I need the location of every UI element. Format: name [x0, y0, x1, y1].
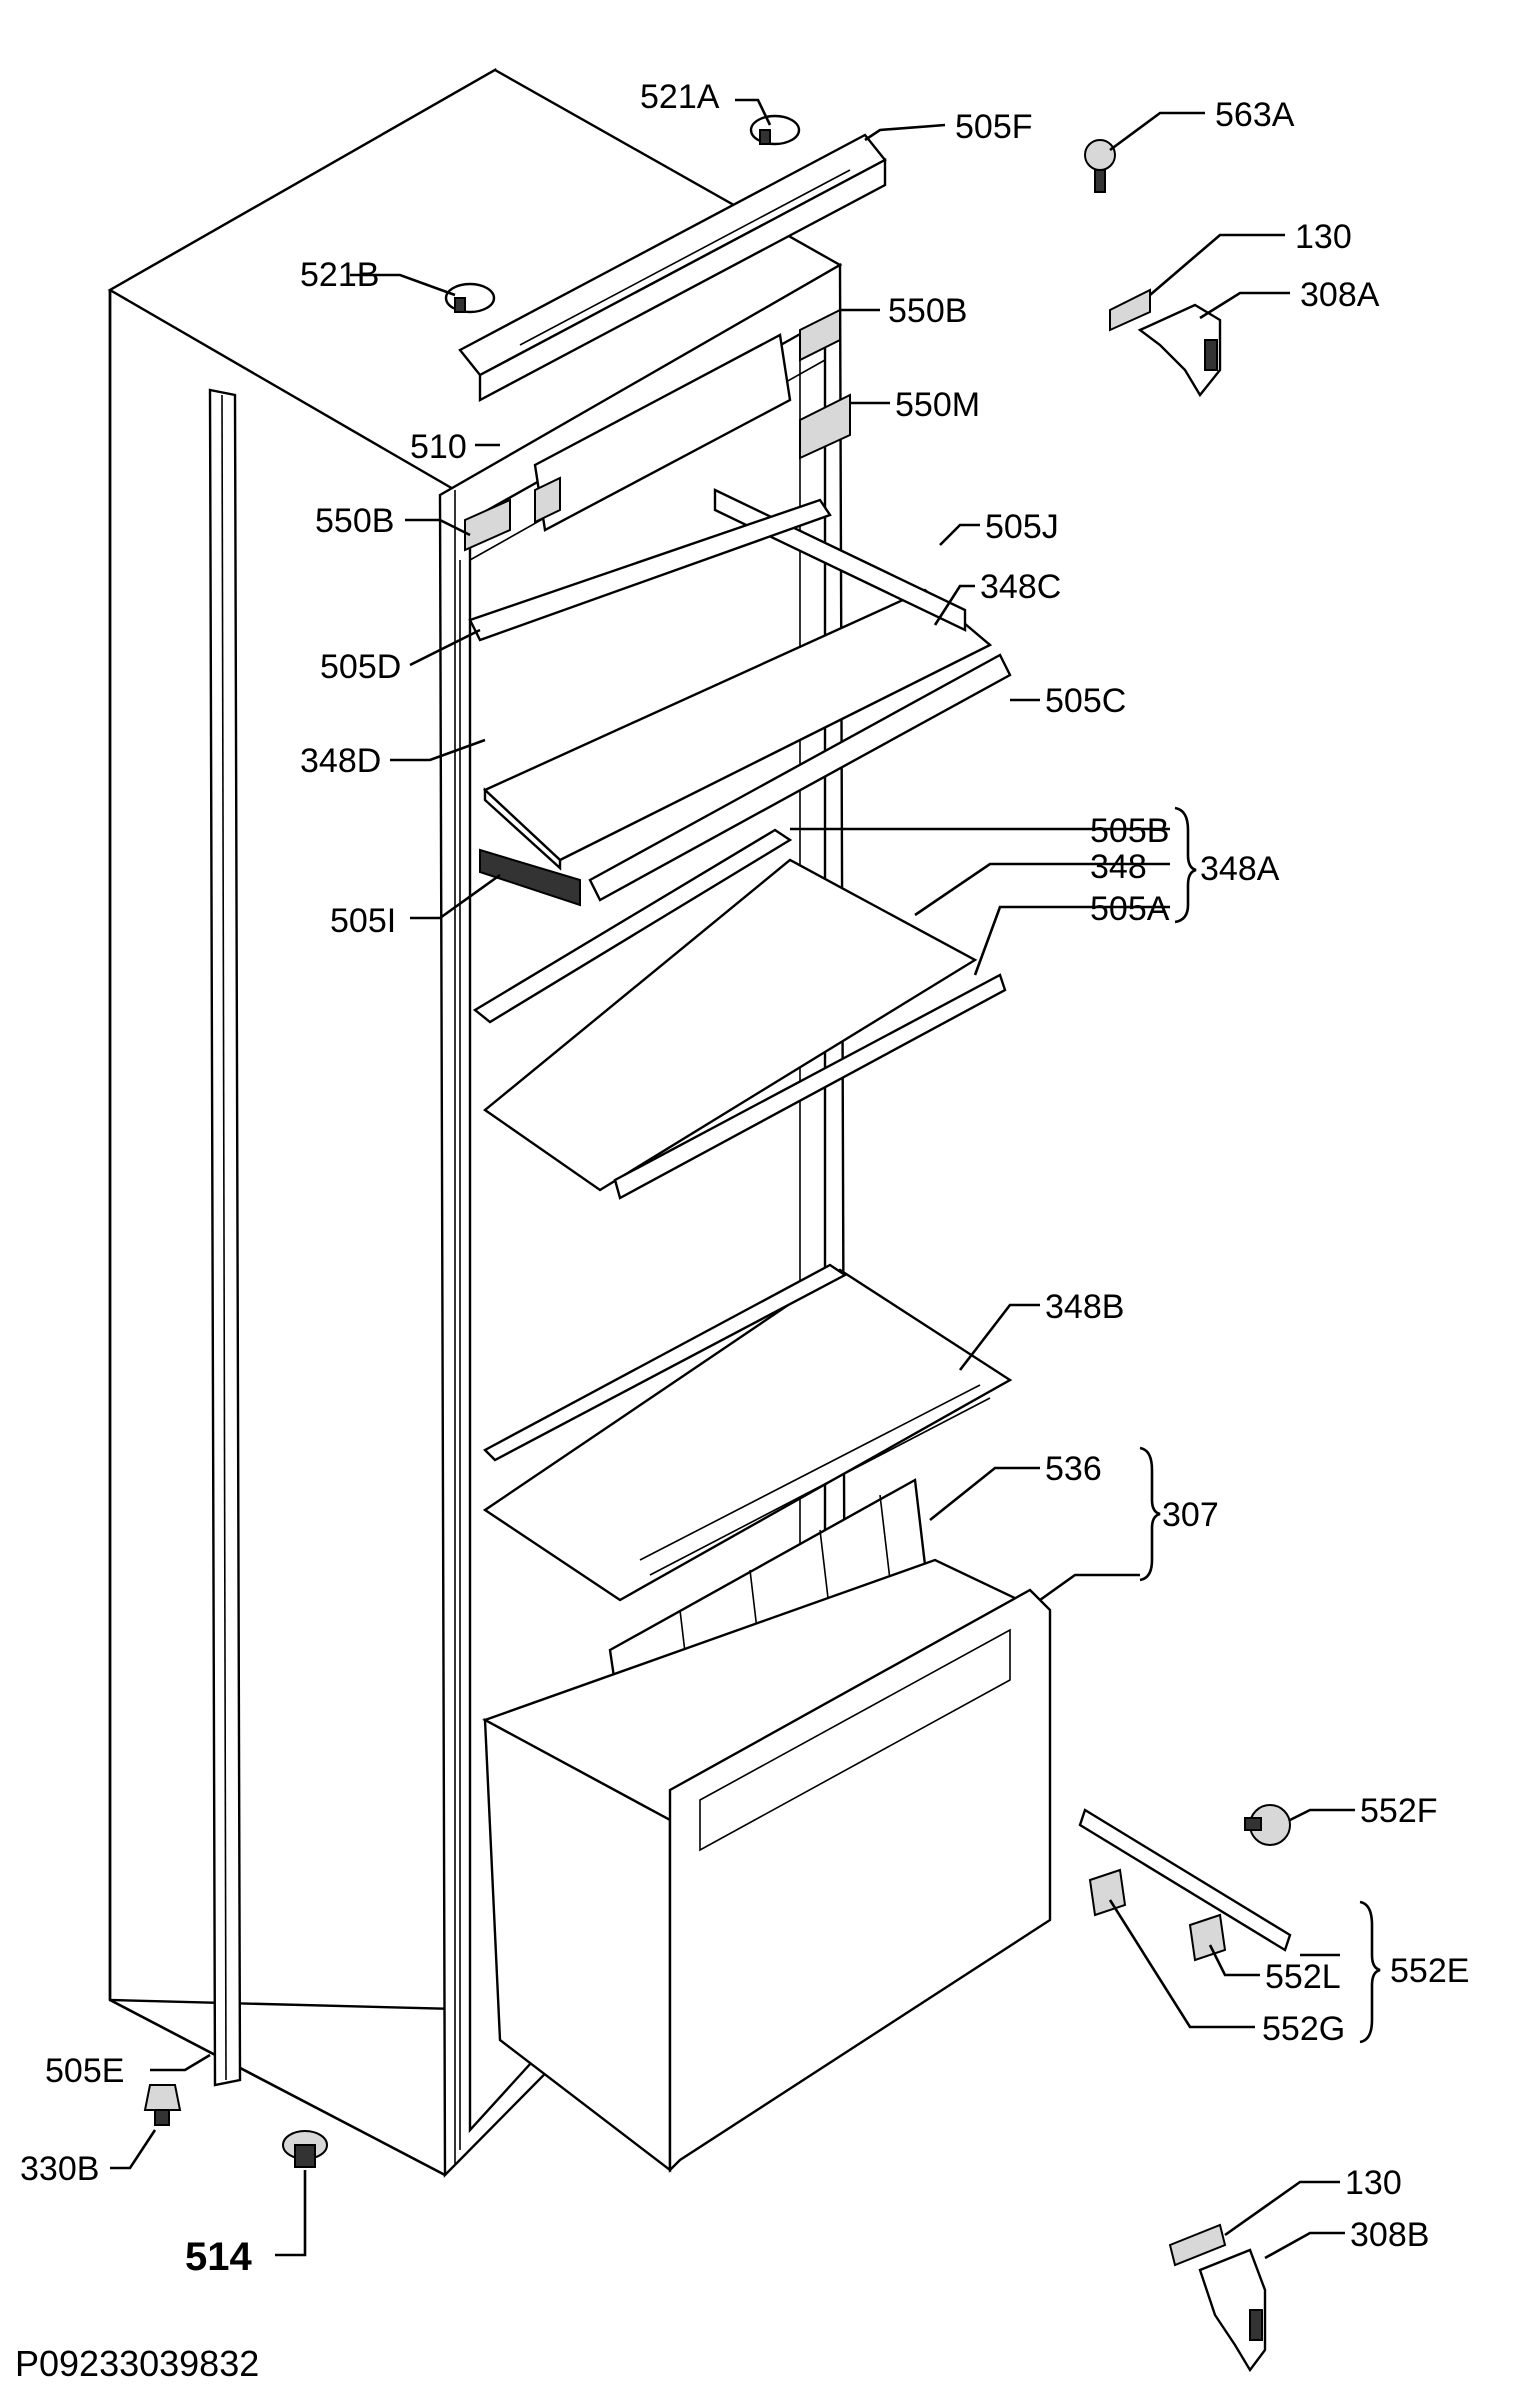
label-552f: 552F — [1360, 1792, 1438, 1830]
label-536: 536 — [1045, 1450, 1102, 1488]
cover-130-top — [1109, 288, 1151, 332]
crisper-drawer — [482, 1478, 1052, 2173]
label-plate — [799, 393, 851, 460]
rail-552e — [1078, 1808, 1292, 1962]
label-552g: 552G — [1262, 2010, 1345, 2048]
shelf-348d — [468, 488, 1012, 902]
label-550b-top: 550B — [888, 292, 967, 330]
label-550b-left: 550B — [315, 502, 394, 540]
light-housing — [533, 333, 792, 532]
label-348b: 348B — [1045, 1288, 1124, 1326]
label-505j: 505J — [985, 508, 1059, 546]
screw-563a — [1084, 139, 1116, 193]
label-505f: 505F — [955, 108, 1033, 146]
clip-550b-left — [464, 498, 511, 552]
label-348: 348 — [1090, 848, 1147, 886]
label-348d: 348D — [300, 742, 381, 780]
label-505c: 505C — [1045, 682, 1126, 720]
part-552f — [1244, 1804, 1291, 1846]
label-514: 514 — [185, 2235, 252, 2279]
label-510: 510 — [410, 428, 467, 466]
label-348c: 348C — [980, 568, 1061, 606]
label-130-bottom: 130 — [1345, 2164, 1402, 2202]
part-labels: 521A 505F 563A 130 308A 521B 550B 550M 5… — [20, 78, 1469, 2279]
label-505b: 505B — [1090, 812, 1169, 850]
label-563a: 563A — [1215, 96, 1295, 134]
label-521a: 521A — [640, 78, 720, 116]
top-rail — [458, 133, 887, 402]
hinge-308b — [1198, 2248, 1267, 2373]
label-307: 307 — [1162, 1496, 1219, 1534]
label-505e: 505E — [45, 2052, 124, 2090]
cover-130-bottom — [1168, 2223, 1227, 2267]
label-505d: 505D — [320, 648, 401, 686]
label-308a: 308A — [1300, 276, 1380, 314]
shelf-348b — [482, 1263, 1013, 1602]
group-braces — [1139, 806, 1381, 2044]
leader-lines — [110, 98, 1355, 2260]
label-521b: 521B — [300, 256, 379, 294]
shelf-348a — [472, 828, 1007, 1200]
label-552l: 552L — [1265, 1958, 1341, 1996]
label-552e: 552E — [1390, 1952, 1469, 1990]
label-505a: 505A — [1090, 890, 1170, 928]
foot-514 — [282, 2130, 328, 2168]
label-348a: 348A — [1200, 850, 1280, 888]
label-505i: 505I — [330, 902, 396, 940]
hinge-cap-521a — [749, 114, 801, 146]
door-seal-strip — [208, 388, 242, 2087]
label-330b: 330B — [20, 2150, 99, 2188]
foot-330b — [143, 2084, 182, 2126]
hinge-308a — [1137, 303, 1222, 398]
hinge-cap-521b — [444, 282, 496, 314]
diagram-code: P09233039832 — [15, 2343, 259, 2384]
label-308b: 308B — [1350, 2216, 1429, 2254]
clip-550b-top — [799, 308, 841, 362]
label-550m: 550M — [895, 386, 980, 424]
label-130-top: 130 — [1295, 218, 1352, 256]
